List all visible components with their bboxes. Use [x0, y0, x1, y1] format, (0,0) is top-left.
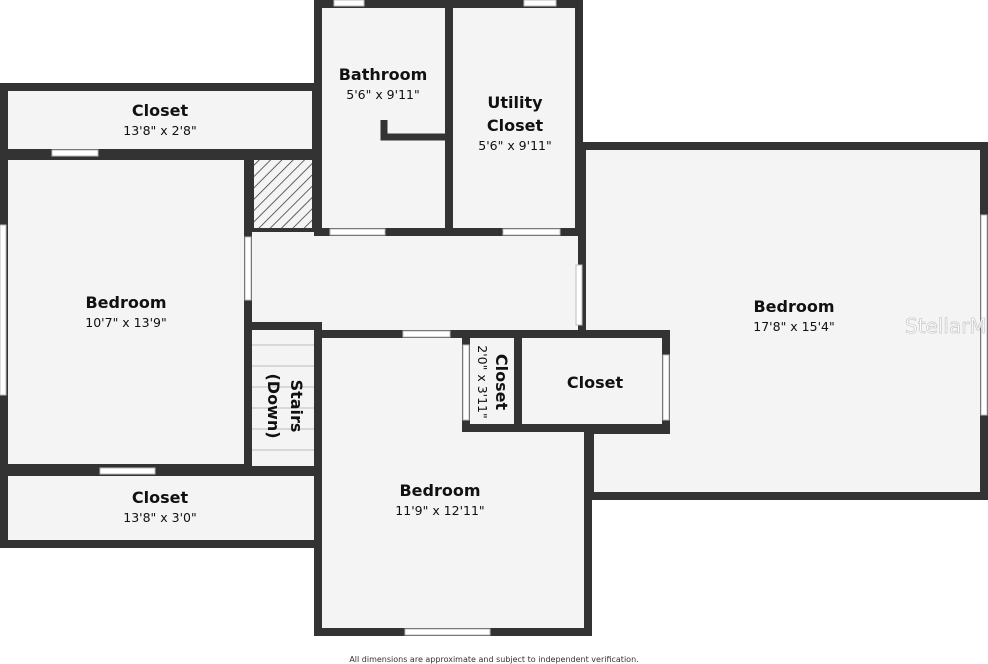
closet-small-label: Closet [492, 354, 511, 411]
watermark: StellarM [905, 314, 987, 338]
utility-closet-dims: 5'6" x 9'11" [478, 138, 551, 153]
stairs-label: Stairs [287, 380, 306, 433]
closet-top-left-dims: 13'8" x 2'8" [123, 123, 196, 138]
bedroom-left-dims: 10'7" x 13'9" [85, 315, 166, 330]
bathroom-room [314, 0, 453, 236]
closet-top-left-room [0, 83, 320, 157]
footer-disclaimer: All dimensions are approximate and subje… [349, 655, 638, 664]
bathroom-partition [380, 120, 447, 141]
closet-right-label: Closet [567, 373, 624, 392]
closet-bottom-left-room [0, 468, 322, 548]
utility-closet-label-2: Closet [487, 116, 544, 135]
closet-bottom-left-dims: 13'8" x 3'0" [123, 510, 196, 525]
stairs-label-2: (Down) [264, 373, 283, 438]
bedroom-bottom-label: Bedroom [399, 481, 480, 500]
bedroom-left-label: Bedroom [85, 293, 166, 312]
hatched-area [250, 156, 316, 232]
bedroom-bottom-dims: 11'9" x 12'11" [395, 503, 484, 518]
closet-bottom-left-label: Closet [132, 488, 189, 507]
closet-top-left-label: Closet [132, 101, 189, 120]
stair-treads [252, 344, 314, 451]
hallway [248, 232, 579, 330]
openings [0, 0, 988, 636]
stairs-room [244, 322, 322, 474]
bedroom-left-room [0, 152, 252, 472]
utility-closet-label: Utility [487, 93, 543, 112]
bedroom-right-dims: 17'8" x 15'4" [753, 319, 834, 334]
bathroom-label: Bathroom [339, 65, 428, 84]
closet-small-dims: 2'0" x 3'11" [475, 345, 490, 418]
bathroom-dims: 5'6" x 9'11" [346, 87, 419, 102]
bedroom-right-label: Bedroom [753, 297, 834, 316]
